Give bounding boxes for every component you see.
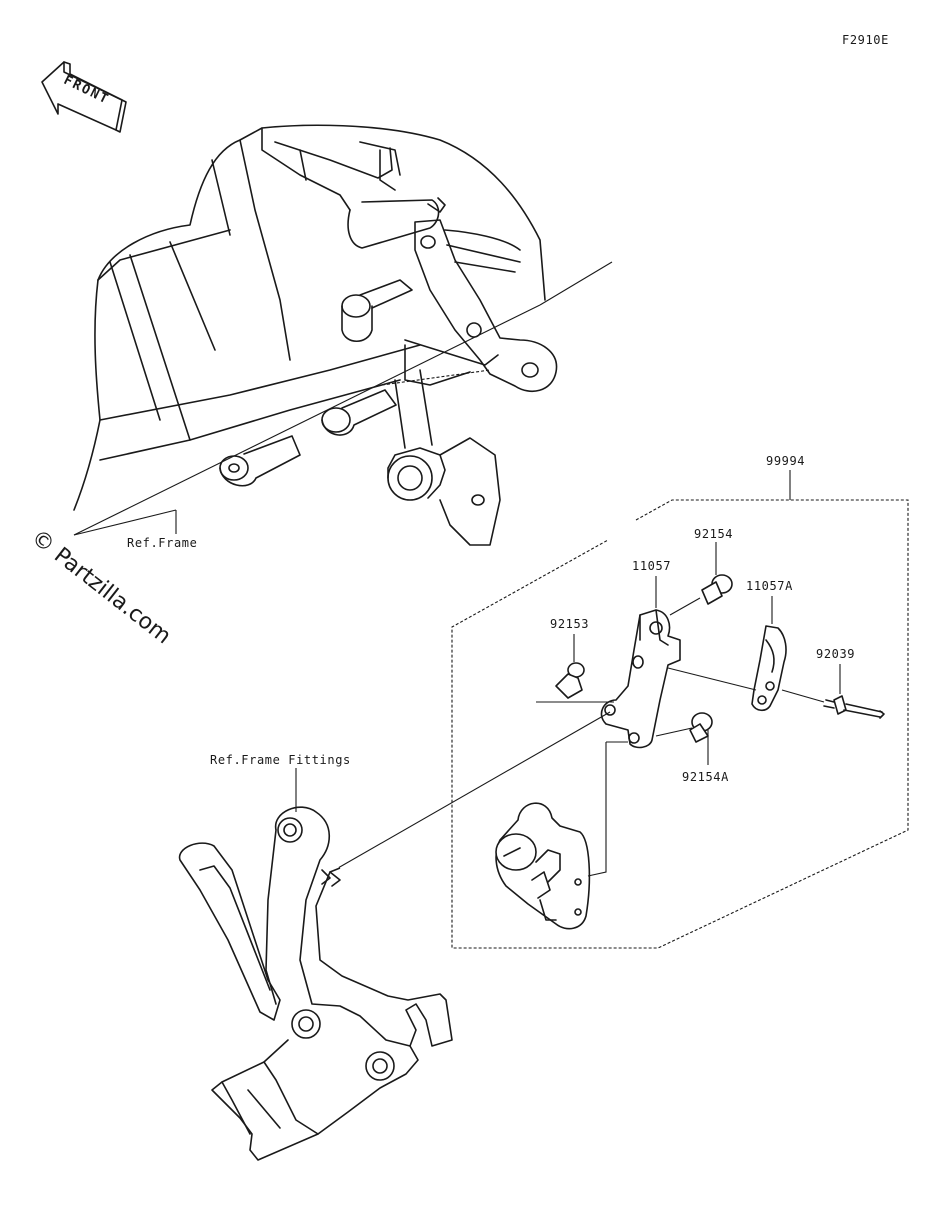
lock-assembly [495, 741, 628, 930]
kit-label: 99994 [766, 454, 805, 468]
ref-frame-label: Ref.Frame [127, 536, 197, 550]
frame-assembly [73, 124, 558, 546]
collar-label: 92154 [694, 527, 733, 541]
bracket-11057a: 11057A [667, 579, 793, 712]
collar-a-label: 92154A [682, 770, 729, 784]
pin-label: 92039 [816, 647, 855, 661]
bracket-a-label: 11057A [746, 579, 793, 593]
ref-frame-fittings-label: Ref.Frame Fittings [210, 753, 351, 767]
guide-line [337, 711, 611, 869]
kit-boundary: 99994 [451, 454, 909, 949]
collar-92154a: 92154A [655, 712, 729, 784]
front-arrow-icon: FRONT [41, 61, 127, 133]
bolt-92153: 92153 [536, 617, 614, 703]
diagram-code: F2910E [842, 33, 889, 47]
bracket-label: 11057 [632, 559, 671, 573]
bracket-11057: 11057 [600, 559, 681, 749]
ref-frame-callout: Ref.Frame [73, 261, 613, 550]
pin-92039: 92039 [781, 647, 885, 719]
frame-fittings: Ref.Frame Fittings [178, 753, 453, 1161]
bolt-label: 92153 [550, 617, 589, 631]
collar-92154: 92154 [669, 527, 733, 616]
